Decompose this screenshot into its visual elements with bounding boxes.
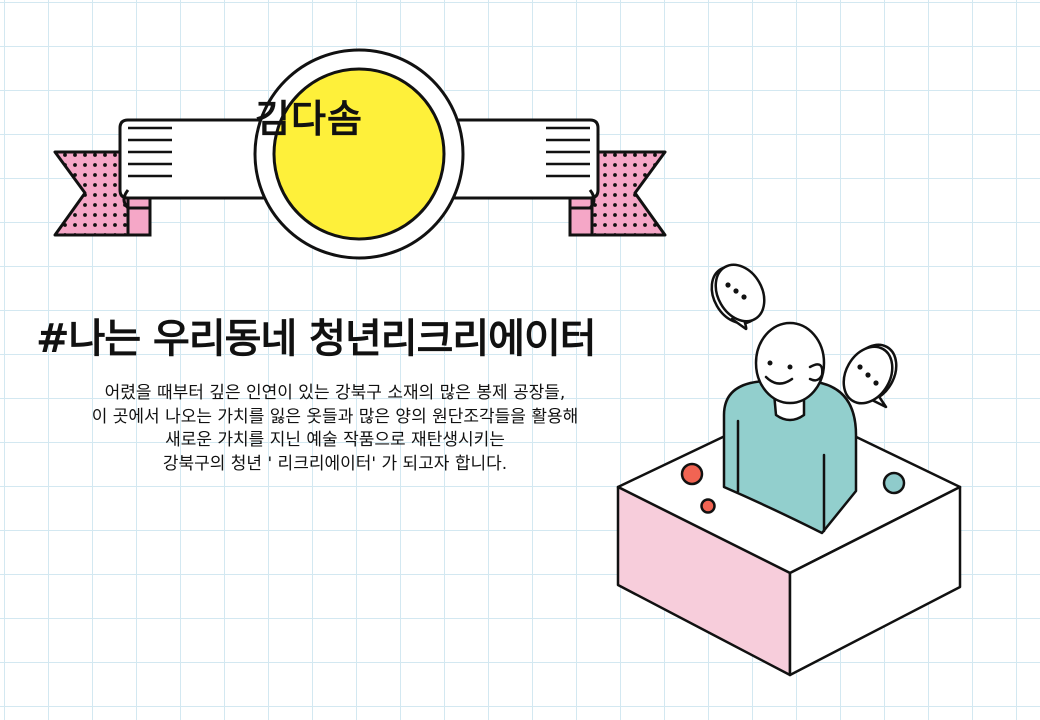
- description: 어렸을 때부터 깊은 인연이 있는 강북구 소재의 많은 봉제 공장들, 이 곳…: [40, 382, 630, 476]
- ribbon-stripes-right: [546, 126, 590, 178]
- red-dot-small: [700, 498, 716, 514]
- person-head: [754, 321, 826, 405]
- red-dot-large: [680, 462, 704, 486]
- name-ribbon-banner: [50, 40, 670, 270]
- headline: #나는 우리동네 청년리크리에이터: [36, 316, 597, 362]
- creator-illustration: [600, 255, 980, 685]
- description-line: 강북구의 청년 ' 리크리에이터' 가 되고자 합니다.: [162, 453, 508, 474]
- description-line: 새로운 가치를 지닌 예술 작품으로 재탄생시키는: [165, 430, 505, 450]
- teal-dot: [882, 471, 906, 495]
- ribbon-stripes-left: [128, 126, 172, 178]
- name-label: 김다솜: [255, 97, 363, 141]
- box-right-side: [788, 485, 962, 677]
- speech-bubble-right-icon: [842, 343, 898, 409]
- description-line: 어렸을 때부터 깊은 인연이 있는 강북구 소재의 많은 봉제 공장들,: [104, 383, 566, 403]
- speech-bubble-left-icon: [710, 263, 766, 331]
- description-line: 이 곳에서 나오는 가치를 잃은 옷들과 많은 양의 원단조각들을 활용해: [91, 406, 579, 427]
- badge-yellow-circle: [272, 67, 446, 241]
